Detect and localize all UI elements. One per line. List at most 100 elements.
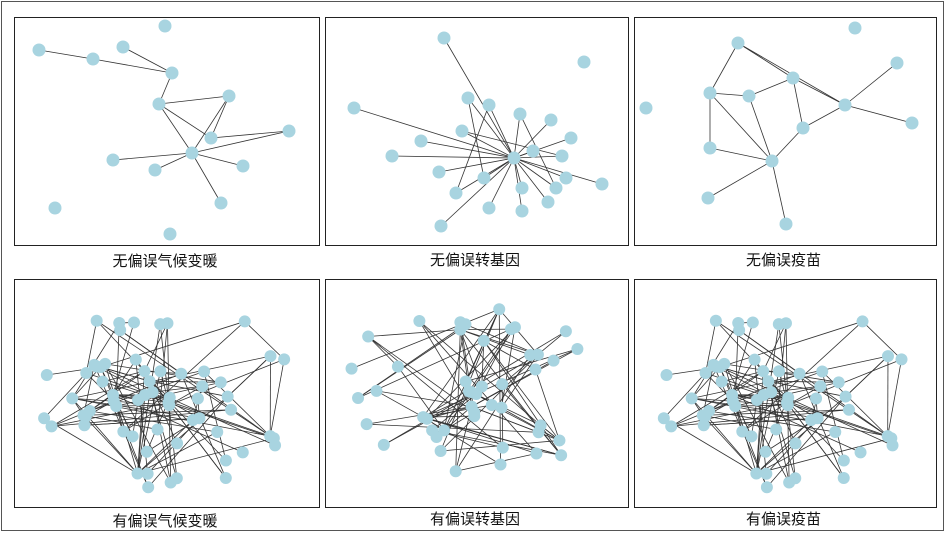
graph-edge [738,329,800,375]
network-graph-3 [639,21,919,231]
graph-edge [367,336,504,448]
network-panel-4 [14,279,320,508]
graph-edge [137,371,145,474]
graph-edge [419,320,541,426]
graph-node [571,343,584,356]
graph-edge [152,385,203,393]
graph-edge [137,396,228,474]
graph-edge [755,371,764,474]
graph-edge [152,391,200,419]
graph-node [549,181,563,195]
graph-node [726,394,739,407]
graph-node [555,449,568,462]
graph-node [148,163,162,177]
graph-node [40,368,53,381]
graph-node [477,171,491,185]
graph-edge [787,385,821,406]
caption-panel-4: 有偏误气候变暖 [112,512,218,530]
graph-node [113,317,126,330]
graph-edge [735,404,788,407]
graph-edge [742,402,788,432]
graph-node [151,423,164,436]
graph-node [482,201,496,215]
graph-edge [513,157,557,189]
graph-edge [762,323,787,372]
graph-edge [709,92,750,97]
graph-node [360,418,373,431]
graph-edge [461,130,563,157]
graph-edge [376,390,424,418]
graph-node [685,392,698,405]
graph-node [559,325,572,338]
graph-node [837,454,850,467]
network-panel-5 [325,279,629,508]
graph-edge [420,140,515,159]
graph-edge [471,406,539,433]
graph-node [595,177,609,191]
network-graph-5 [345,303,584,478]
graph-node [838,98,852,112]
graph-edge [719,366,769,382]
caption-panel-1: 无偏误气候变暖 [112,252,218,270]
graph-node [816,365,829,378]
graph-node [236,446,249,459]
graph-node [225,403,238,416]
graph-edge [383,354,539,446]
graph-edge [100,366,150,382]
graph-edge [691,355,889,399]
graph-node [639,101,653,115]
graph-edge [269,359,285,437]
graph-node [765,154,779,168]
graph-edge [158,103,193,154]
graph-node [475,380,488,393]
graph-node [211,425,224,438]
graph-node [163,227,177,241]
graph-edge [191,152,222,204]
graph-node [657,412,670,425]
graph-edge [422,308,500,418]
graph-node [532,426,545,439]
graph-edge [702,414,777,430]
graph-node [264,350,277,363]
graph-node [413,315,426,328]
graph-node [515,181,529,195]
graph-node [414,134,428,148]
graph-node [789,437,802,450]
graph-node [131,467,144,480]
graph-node [465,385,478,398]
graph-edge [766,396,846,488]
graph-edge [459,329,483,387]
graph-edge [756,431,836,474]
graph-node [142,481,155,494]
graph-node [165,66,179,80]
graph-edge [719,366,893,446]
graph-edge [737,42,794,79]
graph-node [434,219,448,233]
graph-node [526,144,540,158]
caption-panel-6: 有偏误疫苗 [745,510,821,528]
graph-node [544,113,558,127]
graph-edge [203,371,271,437]
graph-edge [158,95,230,105]
graph-edge [755,394,765,474]
graph-edge [483,340,536,370]
graph-node [577,55,591,69]
graph-node [86,52,100,66]
graph-edge [419,320,475,413]
network-panel-3 [634,17,937,246]
graph-edge [366,423,539,433]
graph-node [449,465,462,478]
graph-edge [770,391,818,419]
graph-edge [663,372,706,419]
graph-node [530,447,543,460]
graph-node [746,316,759,329]
graph-edge [422,416,501,465]
graph-node [141,467,154,480]
graph-edge [751,399,758,437]
graph-edge [426,327,516,420]
graph-edge [397,366,445,431]
graph-edge [465,348,578,382]
graph-edge [513,157,549,203]
graph-edge [92,58,173,74]
graph-node [455,124,469,138]
